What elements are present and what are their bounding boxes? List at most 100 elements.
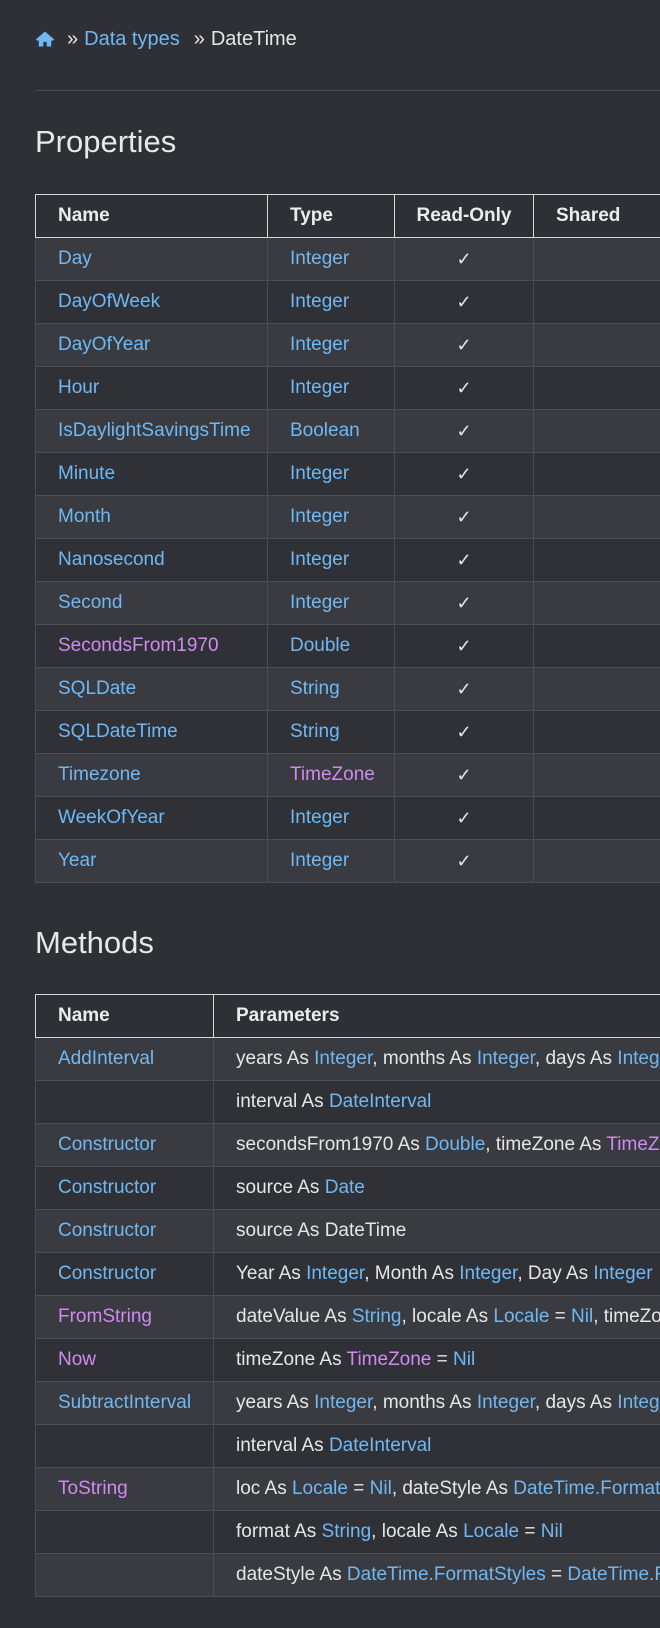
property-type-link[interactable]: Integer <box>267 495 395 539</box>
property-name-link-month[interactable]: Month <box>35 495 268 539</box>
type-link[interactable]: DateInterval <box>328 1435 432 1456</box>
shared-cell <box>533 495 660 539</box>
parameter-text: , Day As <box>517 1263 594 1284</box>
property-name-link-isdaylightsavingstime[interactable]: IsDaylightSavingsTime <box>35 409 268 453</box>
type-link[interactable]: DateTime.FormatStyles <box>346 1564 546 1585</box>
property-name-link-secondsfrom1970[interactable]: SecondsFrom1970 <box>35 624 268 668</box>
method-name-link-subtractinterval[interactable]: SubtractInterval <box>35 1381 214 1425</box>
property-name-link-timezone[interactable]: Timezone <box>35 753 268 797</box>
property-type-link[interactable]: String <box>267 710 395 754</box>
property-name-link-nanosecond[interactable]: Nanosecond <box>35 538 268 582</box>
column-header-parameters: Parameters <box>213 994 660 1038</box>
type-link[interactable]: TimeZone <box>346 1349 432 1370</box>
type-link[interactable]: Integer <box>476 1392 535 1413</box>
property-name-link-hour[interactable]: Hour <box>35 366 268 410</box>
property-type-link[interactable]: Boolean <box>267 409 395 453</box>
type-link[interactable]: DateTime.FormatStyles <box>567 1564 660 1585</box>
type-link[interactable]: Integer <box>617 1048 660 1069</box>
type-link[interactable]: TimeZone <box>606 1134 660 1155</box>
table-row: interval As DateInterval <box>35 1424 660 1468</box>
type-link[interactable]: Integer <box>617 1392 660 1413</box>
property-name-link-day[interactable]: Day <box>35 237 268 281</box>
property-name-link-minute[interactable]: Minute <box>35 452 268 496</box>
property-name-link-sqldate[interactable]: SQLDate <box>35 667 268 711</box>
type-link[interactable]: String <box>321 1521 372 1542</box>
home-link[interactable] <box>35 29 55 49</box>
property-name-link-second[interactable]: Second <box>35 581 268 625</box>
type-link[interactable]: Locale <box>291 1478 348 1499</box>
property-type-link[interactable]: Integer <box>267 538 395 582</box>
property-name-link-dayofyear[interactable]: DayOfYear <box>35 323 268 367</box>
breadcrumb-current: DateTime <box>210 27 297 50</box>
type-link[interactable]: Integer <box>476 1048 535 1069</box>
property-name-link-year[interactable]: Year <box>35 839 268 883</box>
property-type-link[interactable]: Integer <box>267 323 395 367</box>
parameter-text: Year As <box>236 1263 307 1284</box>
method-name-link-constructor[interactable]: Constructor <box>35 1123 214 1167</box>
read-only-checkmark: ✓ <box>394 409 534 453</box>
property-type-link[interactable]: Integer <box>267 581 395 625</box>
type-link[interactable]: DateInterval <box>328 1091 432 1112</box>
type-link[interactable]: DateTime.FormatStyles <box>513 1478 660 1499</box>
shared-cell <box>533 839 660 883</box>
property-type-link[interactable]: Integer <box>267 280 395 324</box>
type-link[interactable]: String <box>351 1306 402 1327</box>
read-only-checkmark: ✓ <box>394 452 534 496</box>
properties-heading: Properties <box>35 124 177 159</box>
type-link[interactable]: Nil <box>369 1478 392 1499</box>
property-type-link[interactable]: Integer <box>267 237 395 281</box>
property-name-link-weekofyear[interactable]: WeekOfYear <box>35 796 268 840</box>
type-link[interactable]: Integer <box>314 1048 373 1069</box>
shared-cell <box>533 667 660 711</box>
table-row: interval As DateInterval <box>35 1080 660 1124</box>
type-link[interactable]: Nil <box>453 1349 476 1370</box>
property-type-link[interactable]: Integer <box>267 452 395 496</box>
property-type-link[interactable]: Integer <box>267 796 395 840</box>
method-name-link-constructor[interactable]: Constructor <box>35 1252 214 1296</box>
parameter-text: , days As <box>534 1048 618 1069</box>
type-link[interactable]: Double <box>425 1134 486 1155</box>
parameter-text: , Month As <box>364 1263 460 1284</box>
type-link[interactable]: Locale <box>493 1306 550 1327</box>
type-link[interactable]: Integer <box>314 1392 373 1413</box>
method-name-link-fromstring[interactable]: FromString <box>35 1295 214 1339</box>
shared-cell <box>533 624 660 668</box>
property-type-link[interactable]: Double <box>267 624 395 668</box>
method-name-link-tostring[interactable]: ToString <box>35 1467 214 1511</box>
type-link[interactable]: Integer <box>459 1263 518 1284</box>
property-type-link[interactable]: String <box>267 667 395 711</box>
type-link[interactable]: Integer <box>593 1263 653 1284</box>
type-link[interactable]: Nil <box>571 1306 594 1327</box>
method-parameters: loc As Locale = Nil, dateStyle As DateTi… <box>213 1467 660 1511</box>
method-name-link-constructor[interactable]: Constructor <box>35 1166 214 1210</box>
method-parameters: format As String, locale As Locale = Nil <box>213 1510 660 1554</box>
breadcrumb-data-types-link[interactable]: Data types <box>84 27 180 50</box>
method-name-link-constructor[interactable]: Constructor <box>35 1209 214 1253</box>
property-name-link-sqldatetime[interactable]: SQLDateTime <box>35 710 268 754</box>
property-name-link-dayofweek[interactable]: DayOfWeek <box>35 280 268 324</box>
parameter-text: years As <box>236 1392 315 1413</box>
property-type-link[interactable]: TimeZone <box>267 753 395 797</box>
type-link[interactable]: Nil <box>540 1521 563 1542</box>
property-type-link[interactable]: Integer <box>267 839 395 883</box>
parameter-text: = <box>549 1306 572 1327</box>
property-type-link[interactable]: Integer <box>267 366 395 410</box>
read-only-checkmark: ✓ <box>394 624 534 668</box>
method-name-link-addinterval[interactable]: AddInterval <box>35 1037 214 1081</box>
type-link[interactable]: Date <box>324 1177 365 1198</box>
method-parameters: dateValue As String, locale As Locale = … <box>213 1295 660 1339</box>
type-link[interactable]: Integer <box>306 1263 365 1284</box>
method-parameters: timeZone As TimeZone = Nil <box>213 1338 660 1382</box>
shared-cell <box>533 237 660 281</box>
type-link[interactable]: Locale <box>463 1521 520 1542</box>
method-name-link-now[interactable]: Now <box>35 1338 214 1382</box>
